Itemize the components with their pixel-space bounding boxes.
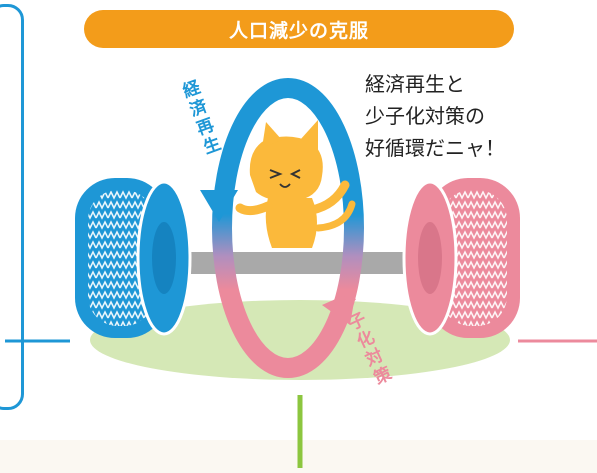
ground-ellipse [90, 300, 510, 380]
page-title: 人口減少の克服 [84, 10, 514, 48]
left-tire-icon [75, 178, 192, 338]
speech-line: 経済再生と [365, 72, 465, 96]
cycle-ring [212, 78, 364, 378]
left-panel-frame [0, 4, 24, 410]
speech-text: 経済再生と 少子化対策の 好循環だニャ！ [365, 68, 565, 164]
right-tire-icon [402, 178, 520, 338]
speech-line: 少子化対策の [365, 104, 485, 128]
cat-character-icon [235, 120, 356, 248]
down-arrow-icon [200, 190, 238, 222]
speech-line: 好循環だニャ！ [365, 136, 505, 160]
up-arrow-icon [322, 290, 356, 325]
